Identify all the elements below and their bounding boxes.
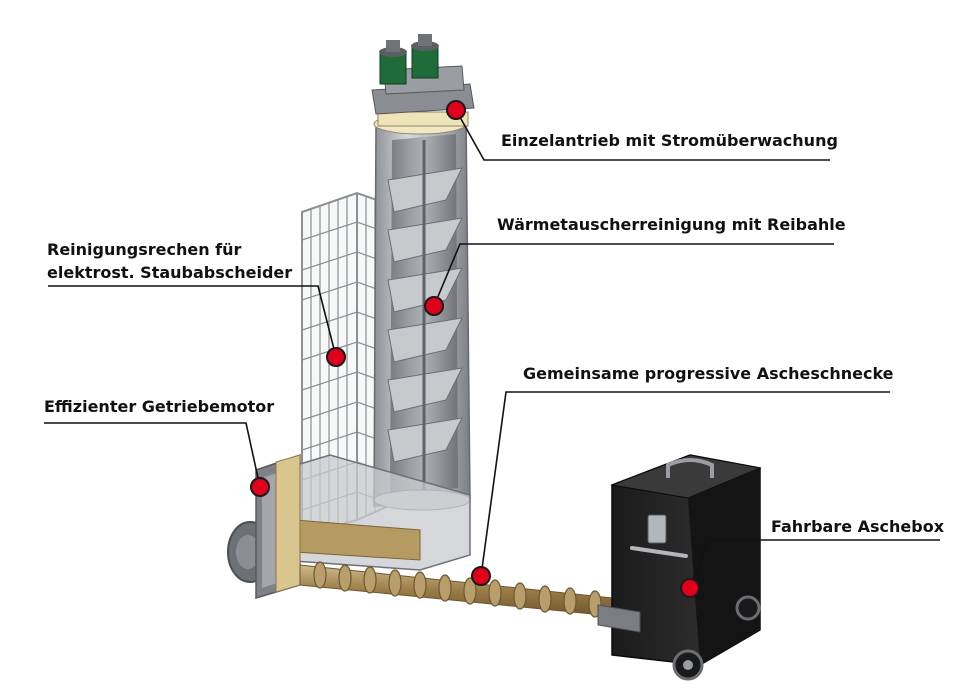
ash-screw-conveyor (299, 561, 613, 618)
drive-head (371, 34, 475, 115)
label-drive: Einzelantrieb mit Stromüberwachung (501, 131, 838, 150)
label-gear-motor: Effizienter Getriebemotor (44, 397, 275, 416)
marker-gear-motor (250, 477, 270, 497)
leader-ash-screw (480, 391, 890, 577)
marker-drive (446, 100, 466, 120)
label-heat-exchanger: Wärmetauscherreinigung mit Reibahle (497, 215, 846, 234)
marker-ash-screw (471, 566, 491, 586)
leader-lines (44, 109, 940, 589)
leader-rake (48, 285, 337, 358)
leader-ash-box (689, 539, 940, 589)
leader-heat-exchanger (433, 243, 834, 307)
marker-ash-box (680, 578, 700, 598)
collector-frame (275, 454, 471, 593)
label-rake: Reinigungsrechen für elektrost. Staubabs… (47, 240, 293, 282)
callout-markers (250, 100, 700, 598)
leader-drive (455, 109, 830, 161)
heat-exchanger-tube (373, 111, 471, 511)
label-ash-box: Fahrbare Aschebox (771, 517, 945, 536)
label-ash-screw: Gemeinsame progressive Ascheschnecke (523, 364, 894, 383)
ash-box (597, 454, 762, 681)
marker-rake (326, 347, 346, 367)
leader-gear-motor (44, 422, 261, 488)
marker-heat-exchanger (424, 296, 444, 316)
